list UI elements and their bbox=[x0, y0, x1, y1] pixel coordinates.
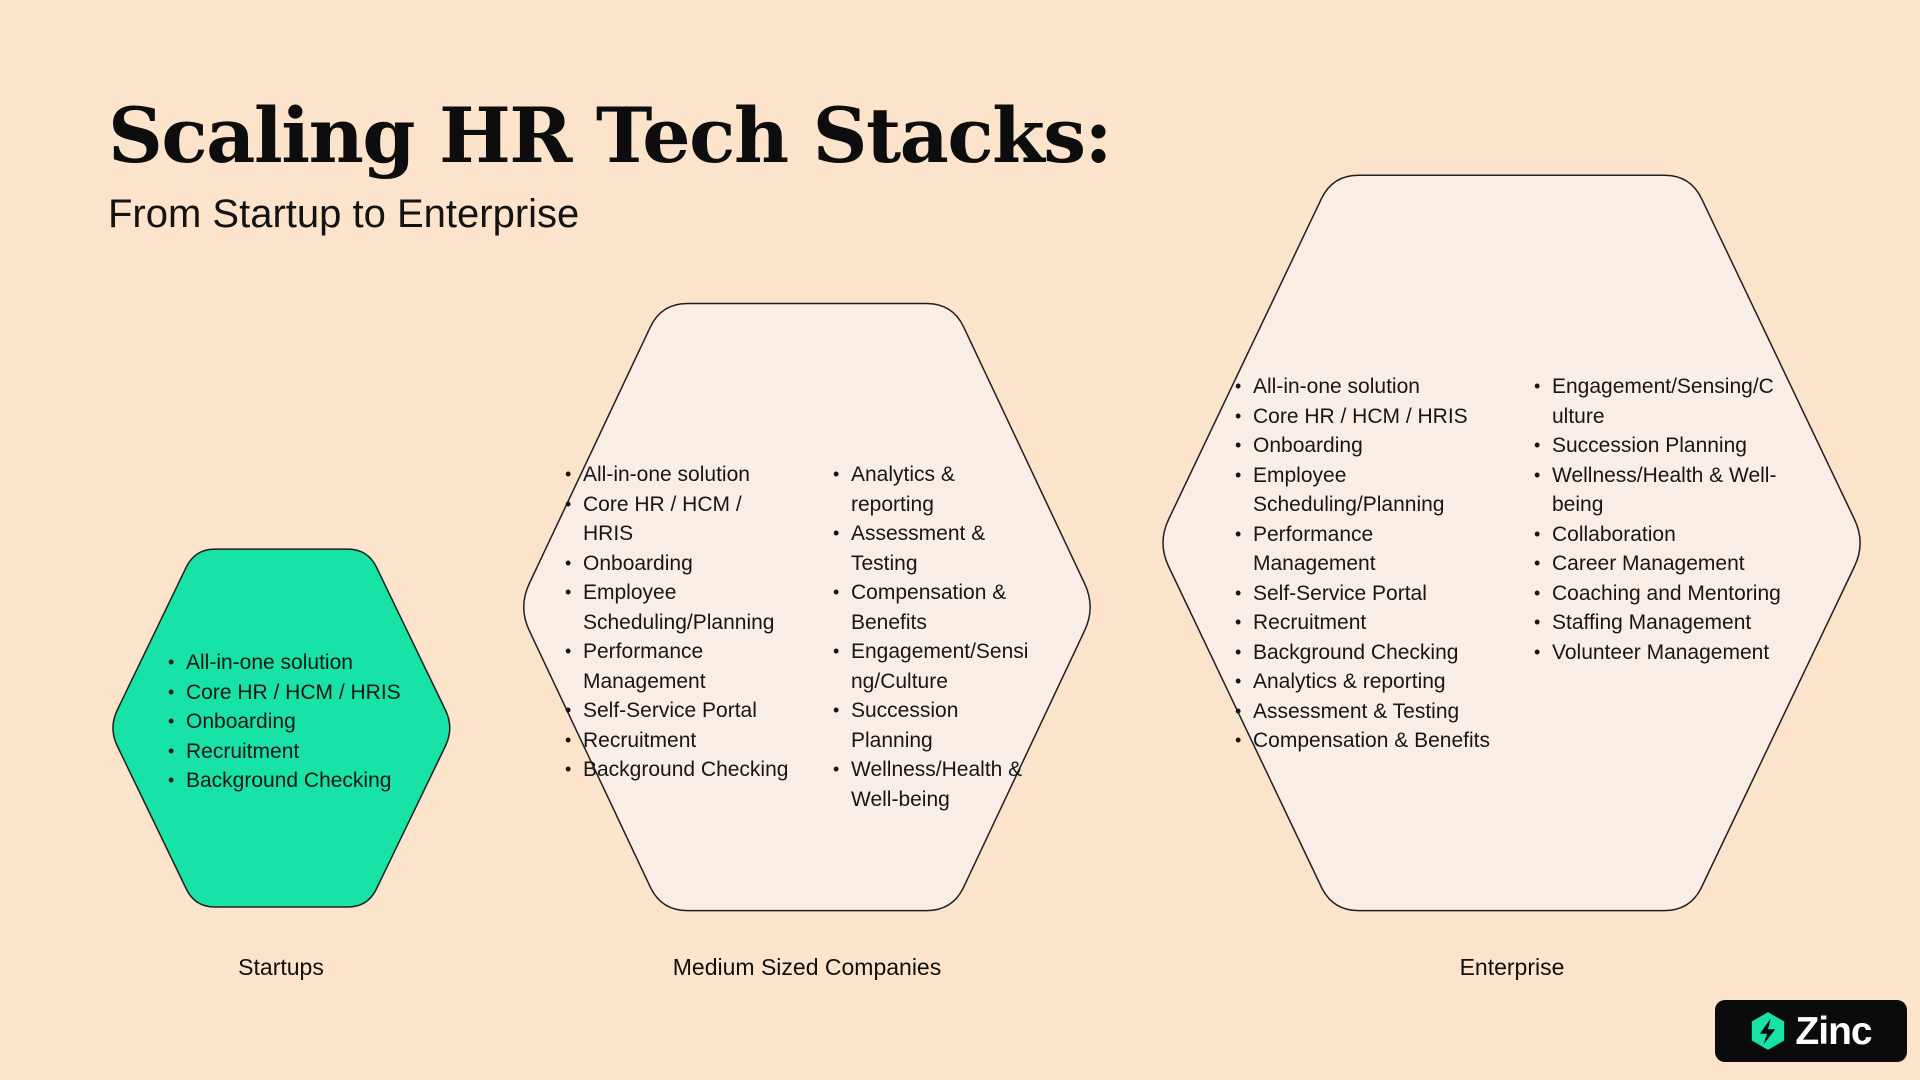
list-item: Assessment & Testing bbox=[829, 519, 1037, 578]
bolt-icon bbox=[1760, 1018, 1776, 1045]
list-item: Core HR / HCM / HRIS bbox=[164, 678, 432, 708]
list-item: Performance Management bbox=[1231, 520, 1493, 579]
startups-list: All-in-one solutionCore HR / HCM / HRISO… bbox=[164, 648, 432, 796]
list-item: Compensation & Benefits bbox=[829, 578, 1037, 637]
zinc-logo: Zinc bbox=[1715, 1000, 1907, 1062]
list-item: Engagement/Sensing/Culture bbox=[1530, 372, 1782, 431]
list-item: Onboarding bbox=[1231, 431, 1493, 461]
list-item: Wellness/Health & Well-being bbox=[829, 755, 1037, 814]
zinc-hex-bolt-icon bbox=[1752, 1012, 1785, 1050]
list-item: Background Checking bbox=[1231, 638, 1493, 668]
list-item: Succession Planning bbox=[1530, 431, 1782, 461]
medium-list-1: All-in-one solutionCore HR / HCM / HRISO… bbox=[561, 460, 795, 785]
startups-label: Startups bbox=[238, 954, 324, 980]
startups-column: All-in-one solutionCore HR / HCM / HRISO… bbox=[164, 648, 432, 796]
list-item: Recruitment bbox=[164, 737, 432, 767]
list-item: Career Management bbox=[1530, 549, 1782, 579]
list-item: Performance Management bbox=[561, 637, 795, 696]
list-item: Analytics & reporting bbox=[1231, 667, 1493, 697]
enterprise-column-2: Engagement/Sensing/CultureSuccession Pla… bbox=[1530, 372, 1782, 667]
list-item: Analytics & reporting bbox=[829, 460, 1037, 519]
list-item: Background Checking bbox=[164, 766, 432, 796]
list-item: Self-Service Portal bbox=[561, 696, 795, 726]
list-item: All-in-one solution bbox=[1231, 372, 1493, 402]
header: Scaling HR Tech Stacks: From Startup to … bbox=[108, 91, 1113, 237]
list-item: Employee Scheduling/Planning bbox=[561, 578, 795, 637]
medium-label: Medium Sized Companies bbox=[672, 954, 942, 980]
list-item: Onboarding bbox=[561, 549, 795, 579]
list-item: All-in-one solution bbox=[164, 648, 432, 678]
list-item: Core HR / HCM / HRIS bbox=[561, 490, 795, 549]
list-item: Background Checking bbox=[561, 755, 795, 785]
list-item: Recruitment bbox=[1231, 608, 1493, 638]
page-title: Scaling HR Tech Stacks: bbox=[108, 91, 1113, 180]
enterprise-list-1: All-in-one solutionCore HR / HCM / HRISO… bbox=[1231, 372, 1493, 756]
list-item: Engagement/Sensing/Culture bbox=[829, 637, 1037, 696]
list-item: Self-Service Portal bbox=[1231, 579, 1493, 609]
list-item: Compensation & Benefits bbox=[1231, 726, 1493, 756]
list-item: Succession Planning bbox=[829, 696, 1037, 755]
list-item: All-in-one solution bbox=[561, 460, 795, 490]
medium-list-2: Analytics & reportingAssessment & Testin… bbox=[829, 460, 1037, 814]
list-item: Onboarding bbox=[164, 707, 432, 737]
list-item: Core HR / HCM / HRIS bbox=[1231, 402, 1493, 432]
list-item: Volunteer Management bbox=[1530, 638, 1782, 668]
list-item: Assessment & Testing bbox=[1231, 697, 1493, 727]
enterprise-column-1: All-in-one solutionCore HR / HCM / HRISO… bbox=[1231, 372, 1493, 756]
enterprise-list-2: Engagement/Sensing/CultureSuccession Pla… bbox=[1530, 372, 1782, 667]
list-item: Staffing Management bbox=[1530, 608, 1782, 638]
medium-column-1: All-in-one solutionCore HR / HCM / HRISO… bbox=[561, 460, 795, 785]
list-item: Recruitment bbox=[561, 726, 795, 756]
list-item: Employee Scheduling/Planning bbox=[1231, 461, 1493, 520]
page-subtitle: From Startup to Enterprise bbox=[108, 191, 580, 236]
enterprise-label: Enterprise bbox=[1459, 954, 1565, 980]
logo-brand-text: Zinc bbox=[1795, 1009, 1872, 1053]
list-item: Coaching and Mentoring bbox=[1530, 579, 1782, 609]
list-item: Collaboration bbox=[1530, 520, 1782, 550]
medium-column-2: Analytics & reportingAssessment & Testin… bbox=[829, 460, 1037, 814]
list-item: Wellness/Health & Well-being bbox=[1530, 461, 1782, 520]
